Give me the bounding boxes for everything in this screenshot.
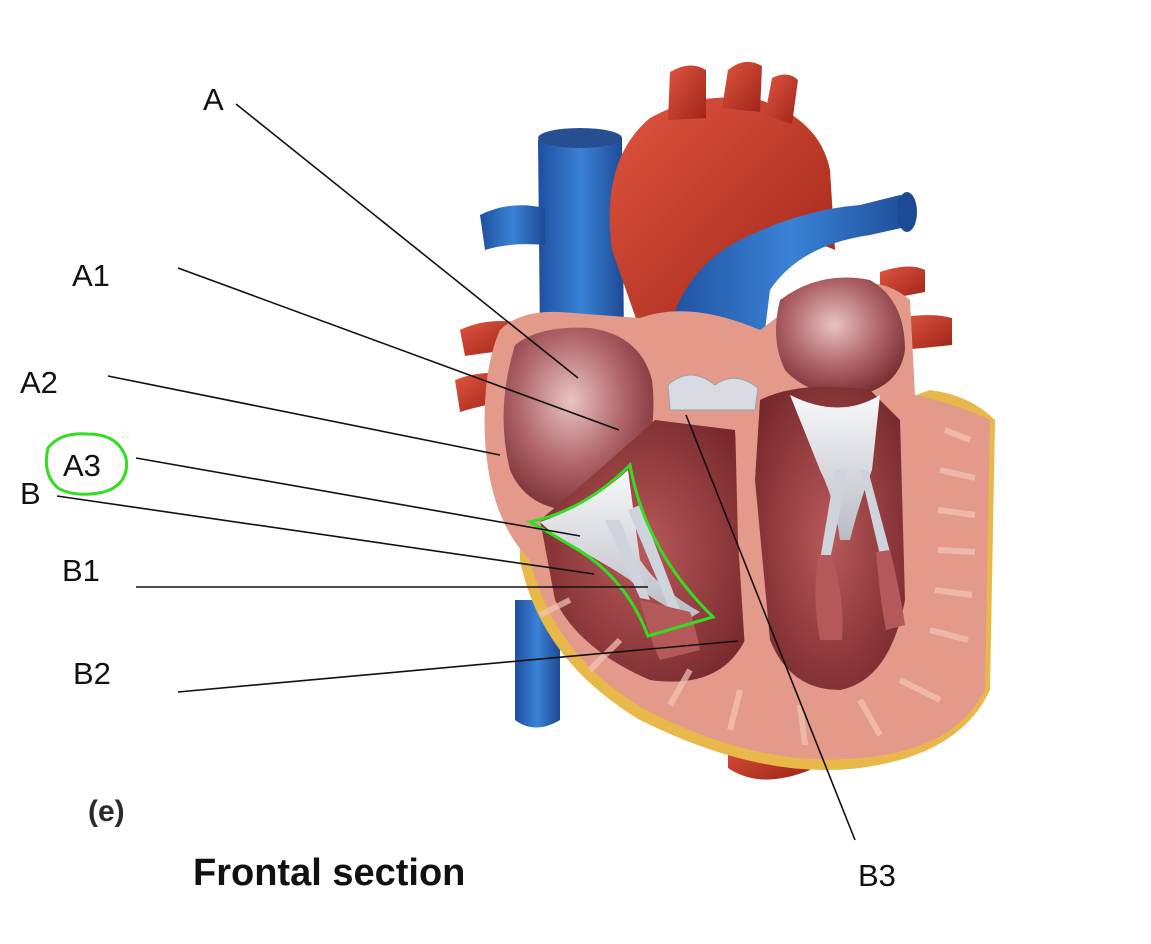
pulmonary-valve xyxy=(667,374,759,411)
valve-highlight-outline xyxy=(525,461,716,638)
chordae-tendineae-right xyxy=(540,470,700,618)
figure-caption: Frontal section xyxy=(193,852,466,894)
label-a1: A1 xyxy=(72,258,110,293)
right-ventricle xyxy=(540,420,745,682)
label-b: B xyxy=(20,476,41,511)
chordae-tendineae-left xyxy=(790,395,890,560)
superior-vena-cava xyxy=(538,133,624,340)
label-a3-highlight-circle xyxy=(44,432,129,496)
leader-line-a3 xyxy=(135,457,581,537)
heart-body xyxy=(484,277,995,770)
figure-letter: (e) xyxy=(88,795,125,828)
label-b3: B3 xyxy=(858,858,896,893)
aorta xyxy=(609,97,835,330)
leader-line-b2 xyxy=(177,640,739,693)
label-b1: B1 xyxy=(62,553,100,588)
label-a: A xyxy=(203,82,224,117)
label-a2: A2 xyxy=(20,365,58,400)
label-b2: B2 xyxy=(73,656,111,691)
leader-line-b xyxy=(56,495,595,575)
highlight-overlays xyxy=(44,432,716,638)
leader-line-b3 xyxy=(685,414,856,841)
leader-line-a1 xyxy=(177,267,620,431)
leader-lines xyxy=(56,103,856,841)
leader-line-a2 xyxy=(107,375,501,456)
left-atrium xyxy=(776,277,905,396)
leader-line-a xyxy=(235,103,579,379)
label-a3: A3 xyxy=(63,448,101,483)
